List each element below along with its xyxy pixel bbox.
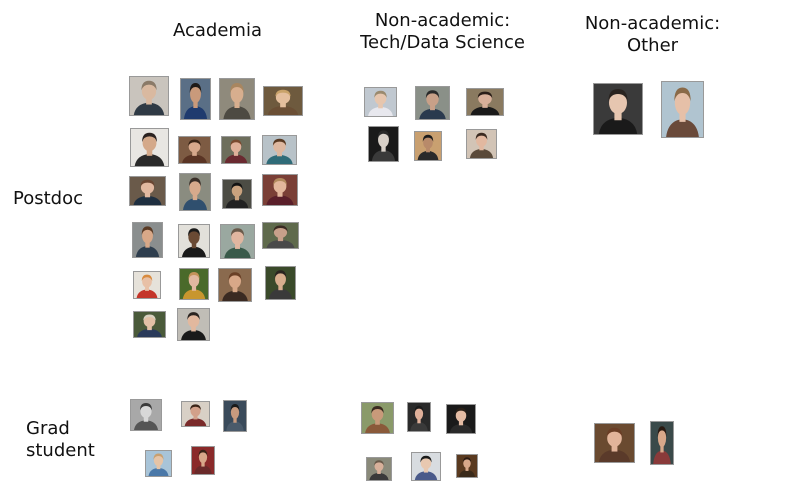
- column-header-academia: Academia: [173, 20, 262, 41]
- person-portrait-icon: [178, 309, 209, 340]
- person-portrait-icon: [180, 269, 208, 299]
- profile-photo: [262, 222, 299, 249]
- profile-photo: [221, 136, 251, 164]
- person-portrait-icon: [134, 272, 160, 298]
- profile-photo: [265, 266, 296, 300]
- profile-photo: [133, 271, 161, 299]
- person-portrait-icon: [220, 79, 254, 119]
- person-portrait-icon: [221, 225, 254, 258]
- profile-photo: [263, 86, 303, 116]
- profile-photo: [218, 268, 252, 302]
- profile-photo: [179, 268, 209, 300]
- profile-photo: [366, 457, 392, 481]
- profile-photo: [594, 423, 635, 463]
- person-portrait-icon: [179, 225, 209, 257]
- profile-photo: [179, 173, 211, 211]
- profile-photo: [220, 224, 255, 259]
- person-portrait-icon: [131, 129, 168, 166]
- profile-photo: [466, 88, 504, 116]
- person-portrait-icon: [362, 403, 393, 433]
- profile-photo: [178, 136, 211, 164]
- profile-photo: [262, 135, 297, 165]
- person-portrait-icon: [457, 455, 477, 477]
- person-portrait-icon: [264, 87, 302, 115]
- person-portrait-icon: [266, 267, 295, 299]
- row-label-postdoc: Postdoc: [13, 188, 83, 209]
- person-portrait-icon: [263, 136, 296, 164]
- person-portrait-icon: [179, 137, 210, 163]
- profile-photo: [650, 421, 674, 465]
- person-portrait-icon: [222, 137, 250, 163]
- person-portrait-icon: [467, 89, 503, 115]
- person-portrait-icon: [595, 424, 634, 462]
- profile-photo: [191, 446, 215, 475]
- person-portrait-icon: [447, 405, 475, 433]
- person-portrait-icon: [594, 84, 642, 134]
- profile-photo: [593, 83, 643, 135]
- profile-photo: [407, 402, 431, 432]
- profile-photo: [364, 87, 397, 117]
- column-header-tech-data-science: Non-academic: Tech/Data Science: [360, 10, 525, 53]
- person-portrait-icon: [131, 400, 161, 430]
- profile-photo: [466, 129, 497, 159]
- profile-photo: [130, 399, 162, 431]
- person-portrait-icon: [263, 175, 297, 205]
- person-portrait-icon: [369, 127, 398, 161]
- column-header-other: Non-academic: Other: [584, 13, 721, 56]
- profile-photo: [129, 176, 166, 206]
- person-portrait-icon: [134, 312, 165, 337]
- profile-photo: [661, 81, 704, 138]
- profile-photo: [414, 131, 442, 161]
- person-portrait-icon: [365, 88, 396, 116]
- person-portrait-icon: [467, 130, 496, 158]
- profile-photo: [130, 128, 169, 167]
- person-portrait-icon: [416, 87, 449, 119]
- profile-photo: [145, 450, 172, 477]
- person-portrait-icon: [180, 174, 210, 210]
- profile-photo: [415, 86, 450, 120]
- person-portrait-icon: [223, 180, 251, 208]
- profile-photo: [129, 76, 169, 116]
- person-portrait-icon: [367, 458, 391, 480]
- profile-photo: [180, 78, 211, 120]
- profile-photo: [456, 454, 478, 478]
- profile-photo: [133, 311, 166, 338]
- profile-photo: [181, 401, 210, 427]
- person-portrait-icon: [412, 453, 440, 480]
- person-portrait-icon: [182, 402, 209, 426]
- person-portrait-icon: [133, 223, 162, 257]
- profile-photo: [411, 452, 441, 481]
- profile-photo: [222, 179, 252, 209]
- profile-photo: [177, 308, 210, 341]
- row-label-grad-student: Grad student: [26, 418, 95, 461]
- profile-photo: [361, 402, 394, 434]
- person-portrait-icon: [415, 132, 441, 160]
- person-portrait-icon: [662, 82, 703, 137]
- profile-photo: [368, 126, 399, 162]
- profile-photo: [178, 224, 210, 258]
- person-portrait-icon: [263, 223, 298, 248]
- person-portrait-icon: [181, 79, 210, 119]
- person-portrait-icon: [146, 451, 171, 476]
- person-portrait-icon: [408, 403, 430, 431]
- profile-photo: [262, 174, 298, 206]
- person-portrait-icon: [219, 269, 251, 301]
- person-portrait-icon: [130, 177, 165, 205]
- person-portrait-icon: [224, 401, 246, 431]
- person-portrait-icon: [192, 447, 214, 474]
- profile-photo: [446, 404, 476, 434]
- person-portrait-icon: [651, 422, 673, 464]
- person-portrait-icon: [130, 77, 168, 115]
- profile-photo: [219, 78, 255, 120]
- profile-photo: [132, 222, 163, 258]
- profile-photo: [223, 400, 247, 432]
